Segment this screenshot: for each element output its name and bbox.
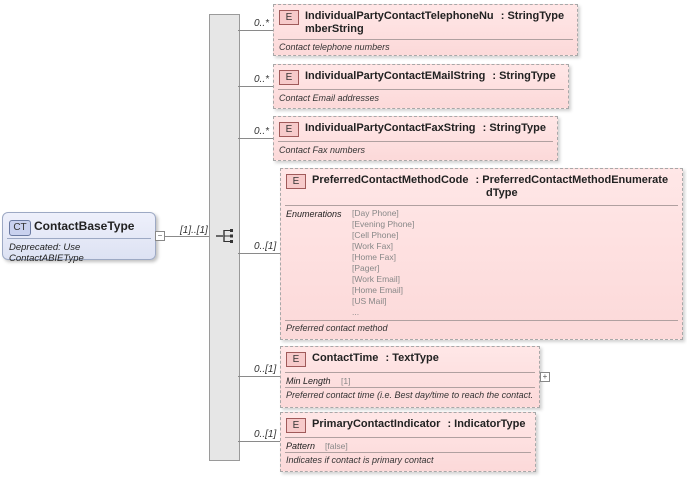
connector-line: [238, 376, 280, 377]
divider: [7, 238, 151, 239]
sequence-cardinality: [1]..[1]: [180, 225, 208, 236]
element-badge: E: [286, 352, 306, 367]
element-type-line2: dType: [486, 187, 518, 199]
element-badge: E: [286, 174, 306, 189]
enumeration-value: [Cell Phone]: [352, 230, 399, 240]
element-name: PreferredContactMethodCode : PreferredCo…: [312, 174, 668, 200]
element-cardinality: 0..[1]: [254, 241, 277, 252]
connector-line: [238, 86, 273, 87]
element-documentation: Preferred contact time (i.e. Best day/ti…: [286, 390, 534, 400]
divider: [278, 89, 564, 90]
element-type: : IndicatorType: [447, 418, 526, 430]
enumeration-value: [US Mail]: [352, 296, 387, 306]
element-documentation: Contact Fax numbers: [279, 145, 366, 155]
element-cardinality: 0..*: [254, 74, 270, 85]
element-documentation: Indicates if contact is primary contact: [286, 455, 434, 465]
sequence-compositor-icon[interactable]: [216, 229, 234, 243]
complex-type-name: ContactBaseType: [34, 219, 135, 233]
connector-line: [238, 253, 280, 254]
divider: [285, 452, 531, 453]
divider: [285, 205, 678, 206]
element-box-primary-indicator[interactable]: E PrimaryContactIndicator : IndicatorTyp…: [280, 412, 536, 472]
enumeration-value: [Home Email]: [352, 285, 404, 295]
element-name-text: IndividualPartyContactFaxString: [305, 122, 476, 134]
element-badge: E: [279, 122, 299, 137]
divider: [285, 437, 531, 438]
divider: [285, 372, 535, 373]
element-documentation: Contact Email addresses: [279, 93, 380, 103]
element-name: IndividualPartyContactFaxString : String…: [305, 122, 546, 135]
element-box-contact-time[interactable]: E ContactTime : TextType Min Length [1] …: [280, 346, 540, 408]
element-type: : StringType: [500, 10, 565, 22]
element-badge: E: [286, 418, 306, 433]
facet-label: Enumerations: [286, 209, 342, 219]
element-badge: E: [279, 70, 299, 85]
enumeration-value: [Pager]: [352, 263, 380, 273]
expand-plus-icon[interactable]: +: [540, 372, 550, 382]
divider: [285, 387, 535, 388]
connector-line: [165, 236, 209, 237]
element-box-fax[interactable]: E IndividualPartyContactFaxString : Stri…: [273, 116, 558, 161]
enumeration-value: [Work Fax]: [352, 241, 393, 251]
element-type: : StringType: [492, 70, 556, 82]
facet-label: Min Length: [286, 376, 331, 386]
element-name: IndividualPartyContactTelephoneNu : Stri…: [305, 10, 564, 36]
element-documentation: Contact telephone numbers: [279, 42, 390, 52]
enumeration-list: [Day Phone] [Evening Phone] [Cell Phone]…: [352, 208, 414, 318]
element-cardinality: 0..[1]: [254, 429, 277, 440]
facet-value: [1]: [341, 376, 351, 386]
element-name-line1: IndividualPartyContactTelephoneNu: [305, 10, 494, 22]
divider: [278, 141, 553, 142]
element-cardinality: 0..*: [254, 126, 270, 137]
enumeration-value: [Home Fax]: [352, 252, 396, 262]
complex-type-badge: CT: [9, 220, 31, 236]
divider: [278, 39, 573, 40]
enumeration-value: [Evening Phone]: [352, 219, 415, 229]
element-documentation: Preferred contact method: [286, 323, 388, 333]
element-name-text: PrimaryContactIndicator: [312, 418, 441, 430]
enumeration-value: [Work Email]: [352, 274, 401, 284]
connector-line: [238, 30, 273, 31]
element-name-text: PreferredContactMethodCode: [312, 174, 469, 186]
element-type: : StringType: [482, 122, 546, 134]
facet-label: Pattern: [286, 441, 316, 451]
element-box-telephone[interactable]: E IndividualPartyContactTelephoneNu : St…: [273, 4, 578, 56]
collapse-toggle-icon[interactable]: −: [155, 231, 165, 241]
element-name: PrimaryContactIndicator : IndicatorType: [312, 418, 525, 431]
connector-line: [238, 138, 273, 139]
divider: [285, 320, 678, 321]
element-cardinality: 0..[1]: [254, 364, 277, 375]
enumeration-value: ...: [352, 307, 360, 317]
element-box-preferred-method[interactable]: E PreferredContactMethodCode : Preferred…: [280, 168, 683, 340]
element-name-line2: mberString: [305, 23, 364, 35]
element-name: IndividualPartyContactEMailString : Stri…: [305, 70, 556, 83]
connector-line: [238, 441, 280, 442]
element-cardinality: 0..*: [254, 18, 270, 29]
complex-type-box[interactable]: CT ContactBaseType Deprecated: Use Conta…: [2, 212, 156, 264]
element-name-text: ContactTime: [312, 352, 379, 364]
facet-value: [false]: [325, 441, 348, 451]
enumeration-value: [Day Phone]: [352, 208, 399, 218]
element-type: : TextType: [385, 352, 439, 364]
element-type: : PreferredContactMethodEnumerate: [475, 174, 669, 186]
complex-type-documentation: Deprecated: Use ContactABIEType: [9, 242, 84, 264]
element-name: ContactTime : TextType: [312, 352, 439, 365]
element-box-email[interactable]: E IndividualPartyContactEMailString : St…: [273, 64, 569, 109]
element-name-text: IndividualPartyContactEMailString: [305, 70, 486, 82]
element-badge: E: [279, 10, 299, 25]
